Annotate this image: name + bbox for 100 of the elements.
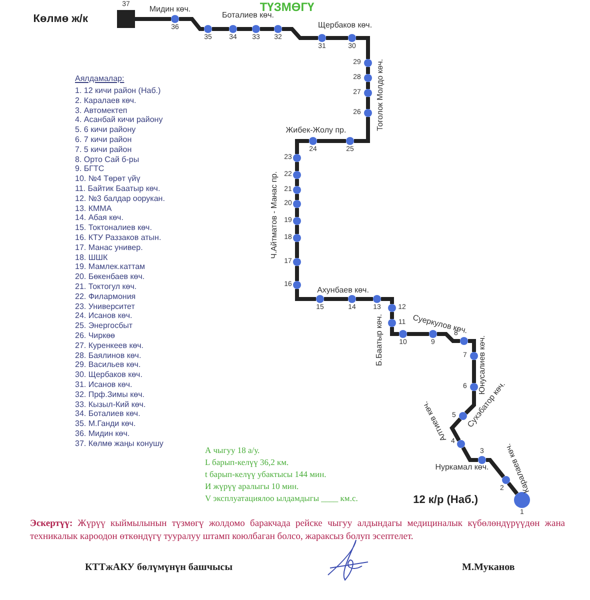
list-heading: Аялдамалар: xyxy=(75,75,124,84)
stop-list-item: 34. Боталиев көч. xyxy=(75,410,140,420)
stop-list-item: 12. №3 балдар оорукан. xyxy=(75,194,165,204)
stop-list-item: 26. Чиркөө xyxy=(75,332,115,341)
bus-stop-dot xyxy=(399,330,407,338)
street-name: Юнусалиев көч. xyxy=(478,335,488,395)
stop-list-item: 35. М.Ганди көч. xyxy=(75,420,136,429)
bus-stop-dot xyxy=(388,319,396,327)
street-name: Боталиев көч. xyxy=(222,12,274,20)
route-line xyxy=(407,332,429,336)
route-line xyxy=(472,360,476,383)
route-line xyxy=(450,418,462,442)
stop-list-item: 7. 5 кичи район xyxy=(75,146,132,155)
bus-stop-dot xyxy=(293,200,301,208)
stop-list-item: 29. Васильев көч. xyxy=(75,361,141,370)
route-line xyxy=(212,27,229,31)
bus-stop-dot xyxy=(309,137,317,145)
bus-stop-dot xyxy=(364,74,372,82)
stop-list-item: 28. Баялинов көч. xyxy=(75,352,142,360)
stop-list-item: 31. Исанов көч. xyxy=(75,381,132,390)
bus-stop-dot xyxy=(293,258,301,266)
signatory-name: М.Муканов xyxy=(462,562,515,573)
route-line xyxy=(295,242,299,258)
stop-list-item: 4. Асанбай кичи району xyxy=(75,116,163,126)
bus-stop-dot xyxy=(388,304,396,312)
route-line xyxy=(437,332,460,343)
route-line xyxy=(506,482,519,496)
route-line xyxy=(317,139,346,143)
bus-stop-dot xyxy=(293,234,301,242)
route-line xyxy=(326,36,348,40)
route-line xyxy=(295,208,299,217)
route-line xyxy=(381,297,394,304)
bus-stop-dot xyxy=(429,330,437,338)
street-name: Жибек-Жолу пр. xyxy=(286,126,346,136)
route-line xyxy=(461,446,478,462)
route-line xyxy=(260,27,274,31)
position-title: КТТжАКУ бөлүмүнүн башчысы xyxy=(85,562,233,573)
bus-stop-dot xyxy=(318,34,326,42)
stop-list-item: 8. Орто Сай б-ры xyxy=(75,156,140,164)
route-line xyxy=(366,67,370,74)
bus-stop-dot xyxy=(293,154,301,162)
stop-list-item: 33. Кызыл-Кий көч. xyxy=(75,400,146,410)
stop-list-item: 32. Прф.Зимы көч. xyxy=(75,390,144,400)
bus-stop-dot xyxy=(459,412,467,420)
stop-list-item: 15. Токтоналиев көч. xyxy=(75,224,152,233)
bus-stop-dot xyxy=(293,217,301,225)
stop-list-item: 13. КММА xyxy=(75,204,112,214)
stop-list-item: 18. ШШК xyxy=(75,254,108,262)
street-name: Ч.Айтматов - Манас пр. xyxy=(270,171,280,259)
note-text: Эскертүү: Жүрүү кыймылынын түзмөгү жолдомо баракчада рейске чыгуу алдындагы медициналык күбөлөндүрүүдөн жана техникалык кароодон өткөндүгү тууралуу штамп коюлбаган болсо, жараксыз болуп эсептелет. xyxy=(30,518,565,544)
terminal-name: Көлмө ж/к xyxy=(33,12,88,26)
bus-stop-dot xyxy=(346,137,354,145)
bus-stop-dot xyxy=(460,337,468,345)
bus-stop-dot xyxy=(293,186,301,194)
route-line xyxy=(390,327,399,336)
stop-list-item: 3. Автомектеп xyxy=(75,106,128,116)
stop-list-item: 1. 12 кичи район (Наб.) xyxy=(75,87,161,96)
stop-list-item: 6. 7 кичи район xyxy=(75,136,132,145)
street-name: Тоголок Молдо көч. xyxy=(376,58,386,132)
stop-list-item: 2. Каралаев көч. xyxy=(75,96,136,106)
route-line xyxy=(356,297,373,301)
route-parameter: А чыгуу 18 а/у. xyxy=(205,446,260,456)
route-line xyxy=(295,225,299,234)
route-line xyxy=(324,297,348,301)
route-line xyxy=(366,97,370,109)
route-parameter: И жүрүү аралыгы 10 мин. xyxy=(205,482,299,492)
bus-stop-dot xyxy=(457,440,465,448)
stop-list-item: 10. №4 Төрөт үйү xyxy=(75,175,140,184)
route-line xyxy=(295,266,299,281)
bus-stop-dot xyxy=(293,281,301,289)
terminal-square xyxy=(117,10,135,28)
bus-stop-dot xyxy=(252,25,260,33)
stop-list-item: 17. Манас универ. xyxy=(75,244,143,253)
stop-list-item: 19. Мамлек.каттам xyxy=(75,263,146,272)
bus-stop-dot xyxy=(274,25,282,33)
stop-list-item: 14. Абая көч. xyxy=(75,214,124,224)
route-line xyxy=(179,17,204,31)
route-line xyxy=(135,17,171,21)
street-name: Нуркамал көч. xyxy=(435,464,489,472)
street-name: Ахунбаев көч. xyxy=(317,286,369,296)
stop-list-item: 24. Исанов көч. xyxy=(75,312,132,322)
bus-stop-dot xyxy=(373,295,381,303)
route-line xyxy=(366,82,370,89)
stop-list-item: 30. Щербаков көч. xyxy=(75,371,142,380)
bus-stop-dot xyxy=(316,295,324,303)
route-line xyxy=(464,391,476,415)
route-line xyxy=(468,339,476,352)
stop-list-item: 21. Токтогул көч. xyxy=(75,283,137,292)
route-line xyxy=(356,36,370,59)
route-parameter: L барып-келүү 36,2 км. xyxy=(205,458,289,468)
bus-stop-dot xyxy=(478,456,486,464)
stop-list-item: 9. БГТС xyxy=(75,165,104,174)
street-name: Мидин көч. xyxy=(149,6,191,14)
street-name: Б.Баатыр көч. xyxy=(376,314,384,366)
route-parameter: t барып-келүү убактысы 144 мин. xyxy=(205,470,326,480)
stop-list-item: 25. Энергосбыт xyxy=(75,322,133,331)
bus-stop-dot xyxy=(348,295,356,303)
bus-stop-dot xyxy=(502,476,510,484)
bus-stop-dot xyxy=(470,352,478,360)
route-line xyxy=(237,27,252,31)
